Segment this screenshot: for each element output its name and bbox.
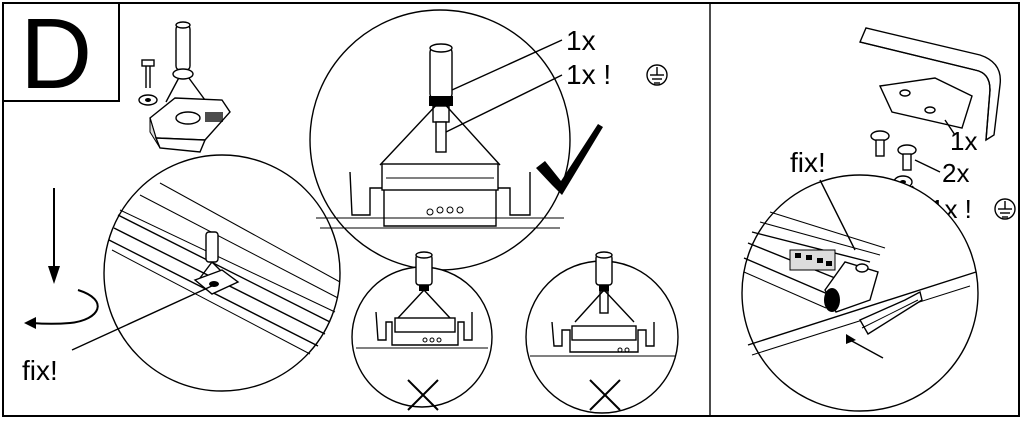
top-detail-circle bbox=[309, 9, 571, 271]
earth-ground-symbol-icon bbox=[646, 64, 668, 86]
small-screw-icon bbox=[138, 59, 158, 106]
wrong-detail-circle-2 bbox=[525, 251, 679, 414]
step-letter: D bbox=[20, 0, 92, 110]
left-fix-label: fix! bbox=[22, 355, 58, 386]
earth-ground-symbol-icon bbox=[994, 198, 1016, 220]
checkmark-icon bbox=[536, 124, 603, 195]
top-qty-label-1: 1x bbox=[566, 25, 596, 56]
end-cap-icon bbox=[859, 27, 1002, 142]
downward-arrow-icon bbox=[48, 188, 60, 284]
cross-mark-icon-2 bbox=[589, 379, 621, 411]
step-letter-box: D bbox=[2, 0, 120, 110]
suspension-bracket-icon bbox=[149, 21, 231, 153]
cross-mark-icon-1 bbox=[407, 379, 439, 411]
rotate-arrow-icon bbox=[24, 289, 99, 329]
right-fix-label: fix! bbox=[790, 147, 826, 178]
left-detail-circle bbox=[71, 154, 341, 392]
right-detail-circle bbox=[741, 174, 979, 412]
top-qty-label-2: 1x ! bbox=[566, 59, 611, 90]
right-qty-label-2: 2x bbox=[942, 158, 969, 188]
right-qty-label-1: 1x bbox=[950, 126, 977, 156]
outer-frame bbox=[2, 2, 1020, 417]
wrong-detail-circle-1 bbox=[351, 251, 493, 408]
